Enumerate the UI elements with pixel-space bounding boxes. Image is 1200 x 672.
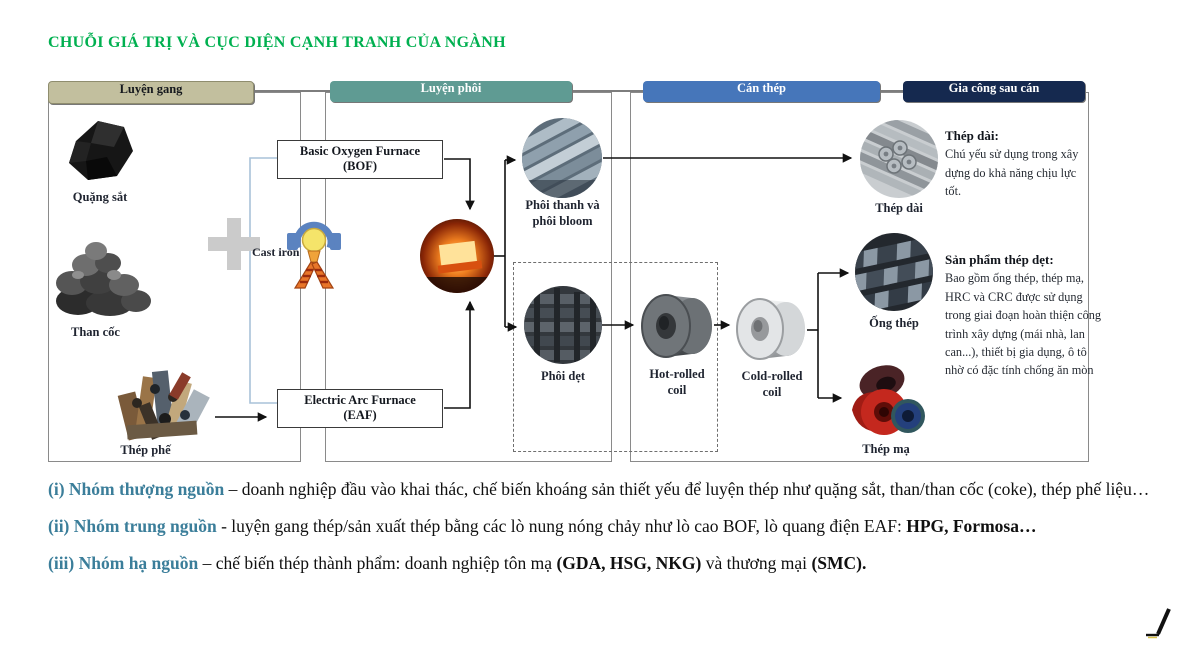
scrap-steel-image bbox=[117, 370, 210, 441]
footnote-segment: và thương mại bbox=[701, 553, 812, 573]
flat-steel-dashed-group bbox=[513, 262, 718, 452]
hot-rolled-coil-image bbox=[641, 294, 712, 358]
header-connector bbox=[252, 90, 330, 92]
slab-label: Phôi dẹt bbox=[540, 369, 586, 383]
casting-funnel-icon bbox=[287, 221, 341, 289]
eaf-line2: (EAF) bbox=[343, 408, 377, 422]
long-steel-note-heading: Thép dài: bbox=[945, 128, 999, 143]
iron-ore-image bbox=[69, 121, 133, 180]
footnote-paragraph: (ii) Nhóm trung nguồn - luyện gang thép/… bbox=[48, 508, 1160, 545]
footnote-segment: (GDA, HSG, NKG) bbox=[556, 553, 702, 573]
steel-pipe-image bbox=[855, 233, 933, 311]
stage-header-luyen-gang: Luyện gang bbox=[48, 81, 254, 104]
footnote-paragraph: (i) Nhóm thượng nguồn – doanh nghiệp đầu… bbox=[48, 471, 1160, 508]
footnote-paragraph: (iii) Nhóm hạ nguồn – chế biến thép thàn… bbox=[48, 545, 1160, 582]
flat-steel-note-heading: Sản phẩm thép dẹt: bbox=[945, 252, 1054, 267]
footnote-segment: (iii) Nhóm hạ nguồn bbox=[48, 553, 199, 573]
bof-line2: (BOF) bbox=[342, 159, 378, 173]
footnote-segment: - luyện gang thép/sản xuất thép bằng các… bbox=[216, 516, 907, 536]
cold-rolled-coil-image bbox=[736, 298, 805, 360]
footnote-segment: HPG, Formosa… bbox=[906, 516, 1037, 536]
cast-iron-bracket bbox=[249, 157, 277, 404]
steel-pipe-label: Ống thép bbox=[869, 316, 919, 330]
stage-header-can-thep: Cán thép bbox=[643, 81, 880, 102]
long-steel-note-body: Chú yếu sử dụng trong xây dựng do khả nă… bbox=[945, 147, 1079, 199]
pen-mark-icon bbox=[1146, 608, 1171, 639]
billet-label-line1: Phôi thanh và bbox=[525, 198, 600, 212]
coke-label: Than cốc bbox=[71, 325, 120, 339]
billet-bloom-image bbox=[522, 118, 602, 198]
long-steel-image bbox=[860, 120, 938, 198]
coke-coal-image bbox=[56, 242, 151, 316]
scrap-steel-label: Thép phế bbox=[120, 443, 171, 457]
coated-steel-label: Thép mạ bbox=[862, 442, 910, 456]
flat-steel-note: Sản phẩm thép dẹt: Bao gồm ống thép, thé… bbox=[945, 251, 1103, 380]
slab-image bbox=[524, 286, 602, 364]
long-steel-note: Thép dài: Chú yếu sử dụng trong xây dựng… bbox=[945, 127, 1090, 201]
hrc-label-line2: coil bbox=[667, 383, 687, 397]
footnote-segment: – chế biến thép thành phẩm: doanh nghiệp… bbox=[198, 553, 557, 573]
billet-label-line2: phôi bloom bbox=[532, 214, 593, 228]
header-connector bbox=[572, 90, 643, 92]
crc-label-line2: coil bbox=[762, 385, 782, 399]
eaf-line1: Electric Arc Furnace bbox=[304, 393, 416, 407]
long-steel-label: Thép dài bbox=[875, 201, 923, 215]
bof-box: Basic Oxygen Furnace (BOF) bbox=[277, 140, 443, 179]
stage-header-luyen-phoi: Luyện phôi bbox=[330, 81, 572, 102]
stage-header-gia-cong-sau-can: Gia công sau cán bbox=[903, 81, 1085, 102]
header-connector bbox=[880, 90, 903, 92]
flat-steel-note-body: Bao gồm ống thép, thép mạ, HRC và CRC đư… bbox=[945, 271, 1102, 378]
hot-rolled-coil-label: Hot-rolled coil bbox=[640, 366, 714, 398]
crc-label-line1: Cold-rolled bbox=[741, 369, 803, 383]
footnote-segment: (ii) Nhóm trung nguồn bbox=[48, 516, 217, 536]
molten-steel-image bbox=[420, 219, 494, 293]
coated-steel-image bbox=[852, 365, 925, 435]
cold-rolled-coil-label: Cold-rolled coil bbox=[733, 368, 811, 400]
plus-icon bbox=[208, 218, 260, 270]
footnote-segment: – doanh nghiệp đầu vào khai thác, chế bi… bbox=[224, 479, 1150, 499]
eaf-box: Electric Arc Furnace (EAF) bbox=[277, 389, 443, 428]
hrc-label-line1: Hot-rolled bbox=[649, 367, 705, 381]
billet-bloom-label: Phôi thanh và phôi bloom bbox=[505, 197, 620, 229]
iron-ore-label: Quặng sắt bbox=[72, 190, 128, 204]
page-title: CHUỖI GIÁ TRỊ VÀ CỤC DIỆN CẠNH TRANH CỦA… bbox=[48, 34, 506, 51]
footnote-segment: (i) Nhóm thượng nguồn bbox=[48, 479, 225, 499]
footnotes: (i) Nhóm thượng nguồn – doanh nghiệp đầu… bbox=[48, 471, 1160, 582]
footnote-segment: (SMC). bbox=[811, 553, 867, 573]
bof-line1: Basic Oxygen Furnace bbox=[299, 144, 421, 158]
